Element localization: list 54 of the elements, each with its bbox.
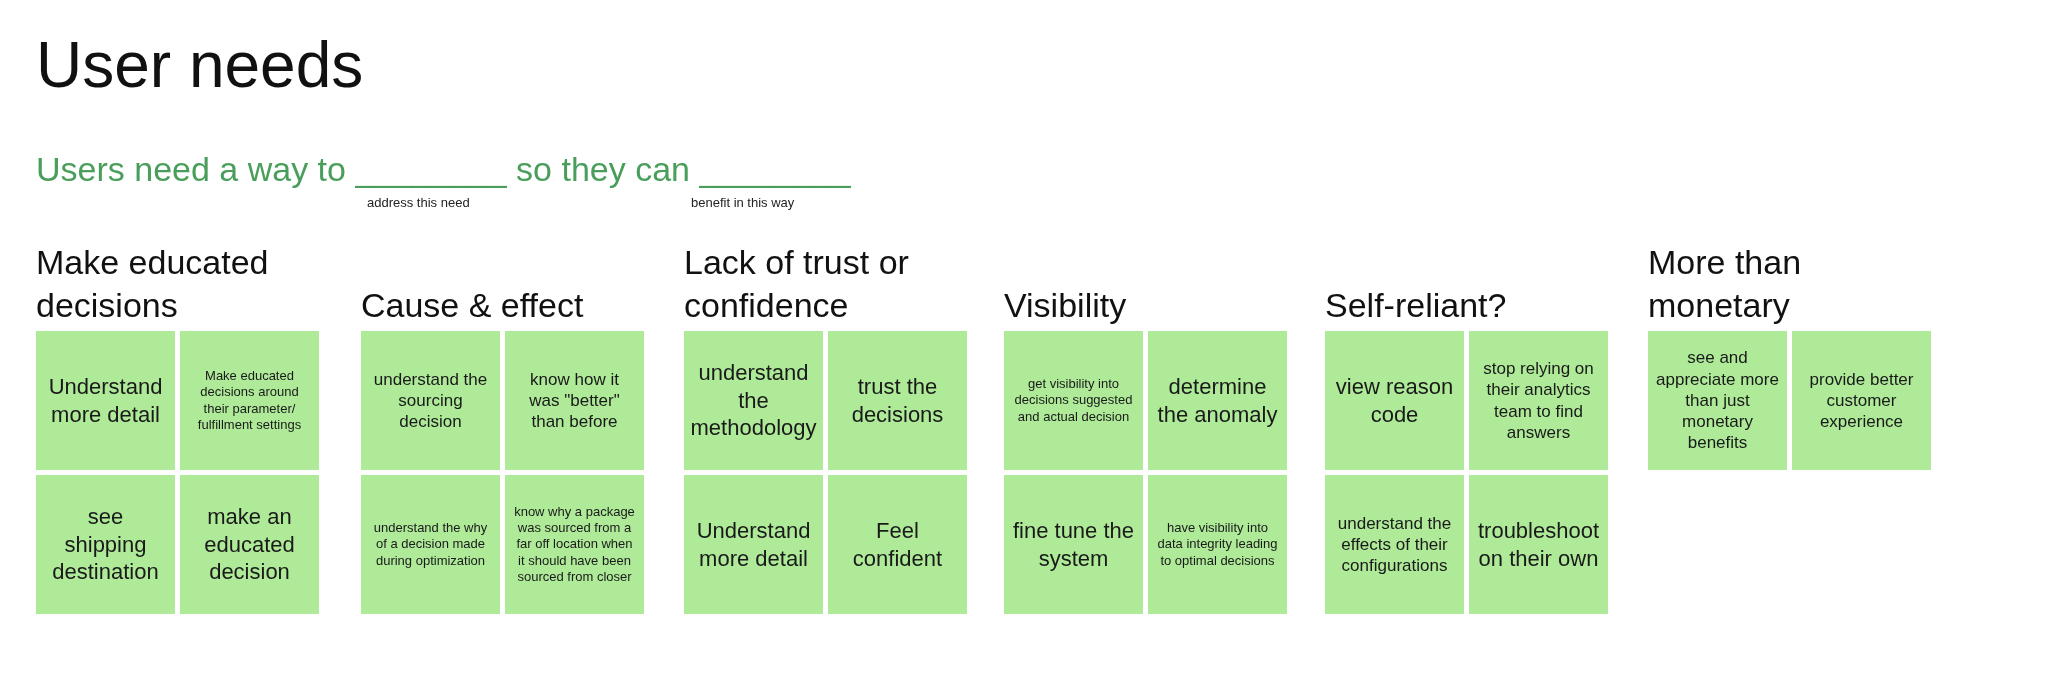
- note-text: trust the decisions: [850, 373, 945, 428]
- note-text: know how it was "better" than before: [528, 368, 621, 433]
- note-text: understand the effects of their configurations: [1336, 512, 1453, 577]
- sticky-note: [1469, 331, 1608, 470]
- blank-caption: address this need: [367, 195, 470, 210]
- note-text: Understand more detail: [695, 517, 812, 572]
- sticky-note: [1469, 475, 1608, 614]
- sticky-note: [828, 475, 967, 614]
- group-heading: Lack of trust or confidence: [684, 242, 910, 326]
- note-text: Make educated decisions around their parameter/ fulfillment settings: [196, 368, 303, 433]
- page-title: User needs: [36, 28, 364, 102]
- sticky-note: [505, 475, 644, 614]
- group-heading: Visibility: [1004, 284, 1128, 326]
- sticky-note: [505, 331, 644, 470]
- note-text: determine the anomaly: [1156, 373, 1279, 428]
- note-text: get visibility into decisions suggested and actual decision: [1013, 376, 1134, 425]
- group-heading: Self-reliant?: [1325, 284, 1508, 326]
- sticky-note: [361, 475, 500, 614]
- sticky-note: [1004, 331, 1143, 470]
- sticky-note: [36, 475, 175, 614]
- sticky-note: [1004, 475, 1143, 614]
- prompt-sentence: Users need a way to ________ so they can ________: [36, 150, 851, 189]
- note-text: Feel confident: [851, 517, 944, 572]
- note-text: see and appreciate more than just monetary benefits: [1656, 347, 1779, 454]
- note-text: fine tune the system: [1012, 517, 1135, 572]
- note-text: make an educated decision: [203, 503, 296, 586]
- note-text: view reason code: [1334, 373, 1455, 428]
- group-heading: Make educated decisions: [36, 242, 270, 326]
- sticky-note: [180, 331, 319, 470]
- group-heading: Cause & effect: [361, 284, 585, 326]
- note-text: understand the sourcing decision: [372, 368, 489, 433]
- sticky-note: [1325, 331, 1464, 470]
- note-text: stop relying on their analytics team to find answers: [1482, 358, 1595, 443]
- note-text: provide better customer experience: [1808, 368, 1915, 433]
- blank-caption: benefit in this way: [691, 195, 795, 210]
- sticky-note: [1325, 475, 1464, 614]
- sticky-note: [684, 331, 823, 470]
- note-text: understand the methodology: [690, 359, 817, 442]
- sticky-note: [1148, 475, 1287, 614]
- sticky-note: [684, 475, 823, 614]
- note-text: troubleshoot on their own: [1477, 517, 1600, 572]
- note-text: see shipping destination: [51, 503, 160, 586]
- sticky-note: [36, 331, 175, 470]
- group-heading: More than monetary: [1648, 242, 1803, 326]
- note-text: understand the why of a decision made during optimization: [372, 520, 489, 569]
- sticky-note: [1648, 331, 1787, 470]
- sticky-note: [361, 331, 500, 470]
- sticky-note: [1792, 331, 1931, 470]
- sticky-note: [828, 331, 967, 470]
- note-text: know why a package was sourced from a far off location when it should have been sourced from closer: [513, 503, 636, 586]
- note-text: Understand more detail: [47, 373, 164, 428]
- note-text: have visibility into data integrity leading to optimal decisions: [1156, 520, 1279, 569]
- sticky-note: [180, 475, 319, 614]
- sticky-note: [1148, 331, 1287, 470]
